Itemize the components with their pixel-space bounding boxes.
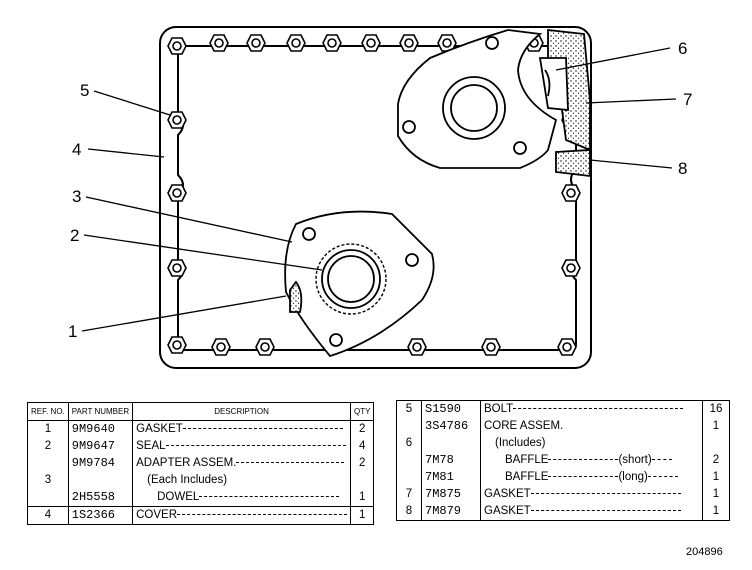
table-row: 8 7M879 GASKET 1 (396, 503, 730, 521)
bolt-icon (322, 34, 342, 52)
table-row: 7 7M875 GASKET 1 (396, 486, 730, 503)
table-row: 7M81 BAFFLE(long) 1 (396, 469, 730, 486)
callout-5: 5 (80, 81, 89, 100)
callout-4: 4 (72, 140, 81, 159)
callout-1: 1 (68, 322, 77, 341)
bolt-icon (481, 338, 501, 356)
table-row: 5 S1590 BOLT 16 (396, 400, 730, 418)
callout-2: 2 (70, 226, 79, 245)
bolt-icon (437, 34, 457, 52)
bolt-icon (209, 34, 229, 52)
bolt-icon (561, 184, 581, 202)
table-row: 3 (Each Includes) (27, 472, 374, 489)
table-row: 7M78 BAFFLE(short) 2 (396, 452, 730, 469)
part-number-header: PART NUMBER (68, 402, 134, 421)
bolt-icon (255, 338, 275, 356)
table-row: 4 1S2366 COVER 1 (27, 506, 374, 525)
bolt-icon (407, 338, 427, 356)
table-row: 2 9M9647 SEAL 4 (27, 438, 374, 455)
bolt-icon (167, 37, 187, 55)
bolt-icon (167, 259, 187, 277)
table-row: 3S4786 CORE ASSEM. 1 (396, 418, 730, 435)
table-row: 6 (Includes) (396, 435, 730, 452)
bolt-icon (167, 111, 187, 129)
callout-7: 7 (683, 90, 692, 109)
bolt-icon (246, 34, 266, 52)
table-row: 9M9784 ADAPTER ASSEM. 2 (27, 455, 374, 472)
exploded-cover-diagram: 5 4 3 2 1 6 7 8 (68, 26, 692, 369)
bolt-icon (286, 34, 306, 52)
bolt-icon (167, 184, 187, 202)
qty-header: QTY (350, 402, 374, 421)
bolt-icon (557, 338, 577, 356)
bolt-icon (561, 259, 581, 277)
parts-list-left: REF. NO. PART NUMBER DESCRIPTION QTY 1 9… (27, 402, 375, 525)
figure-number: 204896 (686, 546, 723, 558)
bolt-icon (361, 34, 381, 52)
table-header: REF. NO. PART NUMBER DESCRIPTION QTY (27, 402, 374, 421)
parts-list-right: 5 S1590 BOLT 16 3S4786 CORE ASSEM. 1 6 (… (396, 400, 730, 521)
bolt-icon (399, 34, 419, 52)
table-row: 2H5558 DOWEL 1 (27, 489, 374, 507)
bolt-icon (211, 338, 231, 356)
ref-no-header: REF. NO. (27, 402, 69, 421)
leader-lines (81, 47, 677, 332)
callout-3: 3 (72, 187, 81, 206)
bolt-heads (167, 34, 581, 356)
table-row: 1 9M9640 GASKET 2 (27, 420, 374, 438)
description-header: DESCRIPTION (132, 402, 352, 421)
callout-8: 8 (678, 159, 687, 178)
callout-6: 6 (678, 39, 687, 58)
core-assembly (397, 28, 591, 178)
adapter-assembly (284, 210, 435, 358)
bolt-icon (167, 336, 187, 354)
